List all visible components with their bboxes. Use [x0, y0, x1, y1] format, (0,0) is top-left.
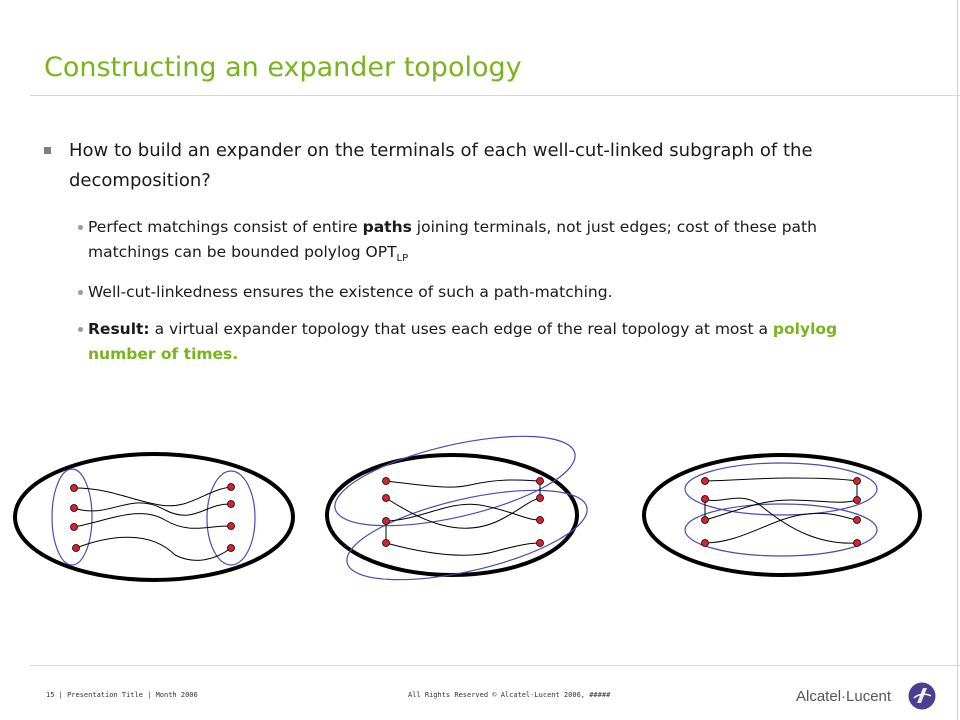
path-edge	[73, 486, 232, 507]
path-edge	[75, 536, 232, 561]
path-edge	[385, 542, 541, 556]
sub-bullet-bold-paths: paths	[362, 218, 412, 236]
dot-bullet-icon	[78, 290, 83, 295]
diagram-virtual-expander	[642, 453, 922, 577]
terminal-group-right	[206, 470, 256, 566]
path-edge	[704, 497, 858, 544]
subscript-lp: LP	[396, 253, 409, 265]
terminal-nodes	[70, 483, 235, 552]
sub-bullet-linkedness: Well-cut-linkedness ensures the existenc…	[78, 280, 898, 305]
path-edge	[385, 503, 541, 522]
result-label: Result:	[88, 320, 150, 338]
footer-divider	[30, 665, 960, 666]
outer-cluster	[325, 453, 579, 577]
sub-bullet-text: Well-cut-linkedness ensures the existenc…	[88, 283, 613, 301]
result-text: a virtual expander topology that uses ea…	[149, 320, 773, 338]
sub-bullet-result: Result: a virtual expander topology that…	[78, 317, 898, 367]
path-edge	[704, 512, 858, 544]
diagram-tilted-matchings	[325, 435, 588, 581]
sub-bullet-text: Result: a virtual expander topology that…	[88, 317, 898, 367]
terminal-group-left	[51, 468, 93, 566]
path-edge	[73, 513, 232, 529]
slide-title: Constructing an expander topology	[44, 52, 522, 83]
path-edge	[704, 477, 858, 482]
main-bullet-text: How to build an expander on the terminal…	[69, 140, 813, 191]
brand-logo: Alcatel·Lucent	[796, 682, 936, 712]
path-edge	[385, 497, 541, 529]
sub-bullet-text: Perfect matchings consist of entire path…	[88, 215, 898, 271]
result-highlight: polylog number of times.	[88, 320, 838, 363]
path-edge	[385, 479, 541, 488]
terminal-nodes	[382, 477, 544, 547]
matching-group-lower	[684, 503, 878, 557]
right-border	[957, 0, 958, 720]
sub-bullet-paths: Perfect matchings consist of entire path…	[78, 215, 898, 271]
outer-cluster	[13, 452, 295, 582]
path-edge	[73, 502, 232, 516]
title-divider	[30, 95, 960, 96]
matching-group-lower	[346, 489, 588, 581]
footer-copyright: All Rights Reserved © Alcatel-Lucent 200…	[408, 691, 611, 699]
alcatel-lucent-logo-icon	[908, 682, 936, 710]
terminal-nodes	[701, 477, 861, 547]
dot-bullet-icon	[78, 225, 83, 230]
sub-bullet-text-a: Perfect matchings consist of entire	[88, 218, 363, 236]
footer-slide-info: 15 | Presentation Title | Month 2006	[46, 691, 198, 699]
expander-diagram	[13, 435, 922, 582]
path-edge	[704, 499, 858, 521]
main-bullet: How to build an expander on the terminal…	[44, 136, 844, 196]
dot-bullet-icon	[78, 327, 83, 332]
sub-bullet-text-b: joining terminals, not just edges; cost …	[88, 218, 817, 261]
outer-cluster	[642, 453, 922, 577]
diagram-real-paths	[13, 452, 295, 582]
brand-name: Alcatel·Lucent	[796, 688, 892, 705]
matching-group-upper	[684, 462, 878, 516]
matching-group-upper	[334, 435, 576, 527]
square-bullet-icon	[44, 147, 51, 154]
